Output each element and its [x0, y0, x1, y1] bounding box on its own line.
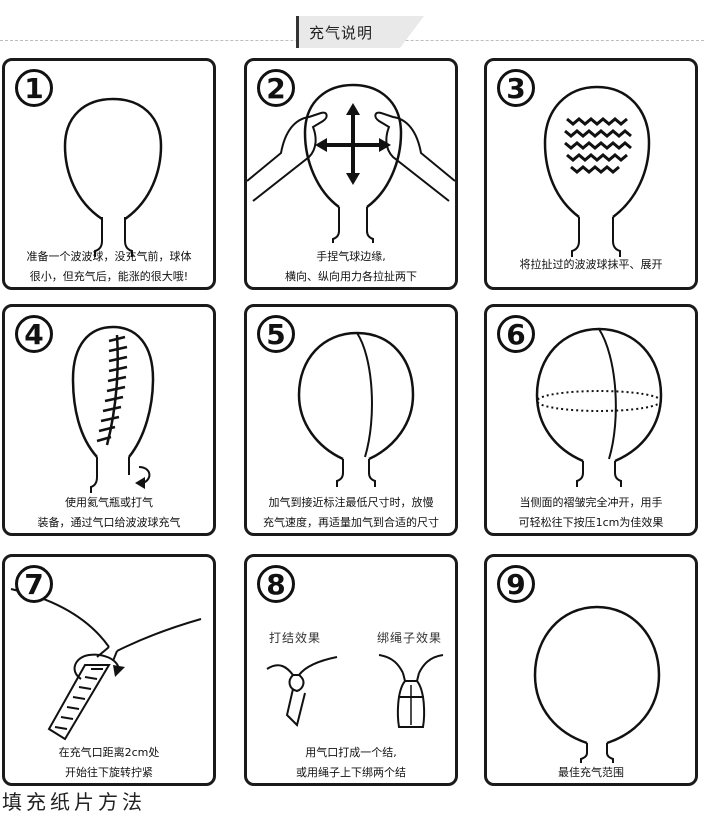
caption-line: 手捏气球边缘, [316, 250, 386, 263]
step-number: 1 [15, 69, 53, 107]
step-number: 5 [257, 315, 295, 353]
fully-inflated-balloon-illustration [535, 327, 663, 487]
step-caption: 当侧面的褶皱完全冲开，用手 可轻松往下按压1cm为佳效果 [491, 493, 691, 533]
caption-line: 加气到接近标注最低尺寸时，放慢 [268, 496, 434, 509]
balloon-deflated-illustration [63, 97, 163, 257]
step-number: 2 [257, 69, 295, 107]
header-tag-tail [400, 16, 424, 48]
section-header: 充气说明 [0, 0, 704, 60]
step-number: 6 [497, 315, 535, 353]
step-caption: 在充气口距离2cm处 开始往下旋转拧紧 [9, 743, 209, 783]
step-card-5: 5 加气到接近标注最低尺寸时，放慢 充气速度，再适量加气到合适的尺寸 [244, 304, 458, 536]
step-caption: 用气口打成一个结, 或用绳子上下绑两个结 [251, 743, 451, 783]
smoothed-balloon-illustration [543, 85, 651, 257]
inflating-balloon-illustration [71, 325, 155, 493]
step-caption: 加气到接近标注最低尺寸时，放慢 充气速度，再适量加气到合适的尺寸 [251, 493, 451, 533]
step-card-9: 9 最佳充气范围 [484, 554, 698, 786]
step-number: 4 [15, 315, 53, 353]
step-card-7: 7 在充气口距离2cm处 开始往下旋转拧紧 [2, 554, 216, 786]
tie-knot-label: 打结效果 [269, 631, 322, 645]
step-caption: 手捏气球边缘, 横向、纵向用力各拉扯两下 [251, 247, 451, 287]
step-caption: 将拉扯过的波波球抹平、展开 [491, 255, 691, 275]
caption-line: 充气速度，再适量加气到合适的尺寸 [263, 516, 439, 529]
caption-line: 最佳充气范围 [558, 766, 624, 779]
step-card-1: 1 准备一个波波球，没充气前，球体 很小，但充气后，能涨的很大哦! [2, 58, 216, 290]
best-inflation-balloon-illustration [533, 605, 661, 763]
caption-line: 当侧面的褶皱完全冲开，用手 [519, 496, 663, 509]
caption-line: 将拉扯过的波波球抹平、展开 [519, 258, 663, 271]
stretch-balloon-illustration [247, 83, 455, 243]
step-card-8: 8 打结效果 绑绳子效果 用气口打成一个结, 或用绳子上下绑两个结 [244, 554, 458, 786]
step-caption: 使用氦气瓶或打气 装备，通过气口给波波球充气 [9, 493, 209, 533]
caption-line: 横向、纵向用力各拉扯两下 [285, 270, 417, 283]
step-caption: 准备一个波波球，没充气前，球体 很小，但充气后，能涨的很大哦! [9, 247, 209, 287]
caption-line: 或用绳子上下绑两个结 [296, 766, 406, 779]
tie-knot-illustration [266, 654, 444, 728]
caption-line: 可轻松往下按压1cm为佳效果 [518, 516, 664, 529]
header-title: 充气说明 [309, 24, 374, 42]
step-card-6: 6 当侧面的褶皱完全冲开，用手 可轻松往下按压1cm为佳效果 [484, 304, 698, 536]
caption-line: 用气口打成一个结, [305, 746, 397, 759]
caption-line: 很小，但充气后，能涨的很大哦! [29, 270, 189, 283]
step-card-2: 2 手捏气球边缘, 横向、纵向用力各拉扯两下 [244, 58, 458, 290]
step-caption: 最佳充气范围 [491, 763, 691, 783]
caption-line: 使用氦气瓶或打气 [65, 496, 153, 509]
half-inflated-balloon-illustration [297, 331, 415, 487]
footer-heading: 填充纸片方法 [2, 790, 146, 814]
step-number: 7 [15, 565, 53, 603]
step-number: 3 [497, 69, 535, 107]
tie-rope-label: 绑绳子效果 [377, 631, 443, 645]
caption-line: 开始往下旋转拧紧 [65, 766, 153, 779]
caption-line: 在充气口距离2cm处 [58, 746, 160, 759]
caption-line: 装备，通过气口给波波球充气 [37, 516, 181, 529]
header-tag: 充气说明 [296, 16, 400, 48]
step-number: 8 [257, 565, 295, 603]
step-card-4: 4 使用氦气瓶或打气 装备，通过气口给波波球充气 [2, 304, 216, 536]
caption-line: 准备一个波波球，没充气前，球体 [26, 250, 192, 263]
step-card-3: 3 将拉扯过的波波球抹平、展开 [484, 58, 698, 290]
step-number: 9 [497, 565, 535, 603]
